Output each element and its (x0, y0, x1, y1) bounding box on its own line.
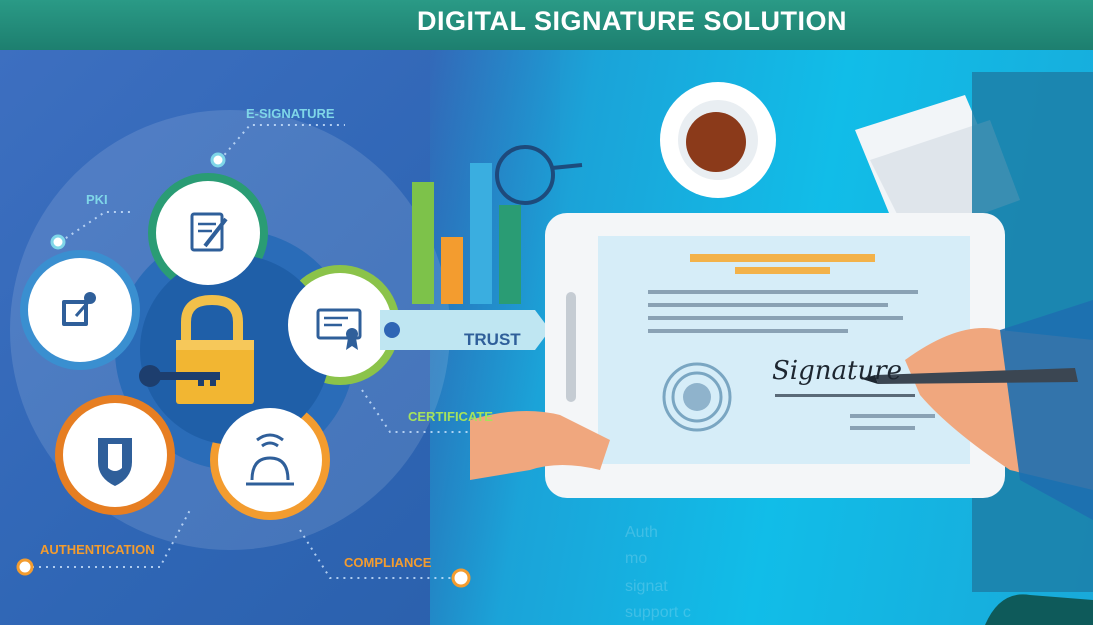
faded-text: support c (625, 604, 691, 621)
title-bar: DIGITAL SIGNATURE SOLUTION (0, 0, 1093, 50)
faded-text: signat (625, 578, 668, 595)
service-bell-icon (246, 433, 294, 486)
trust-arrow (380, 310, 550, 350)
logo-mark (985, 594, 1093, 625)
page-title: DIGITAL SIGNATURE SOLUTION (417, 6, 847, 36)
bar-chart-icon (412, 163, 521, 304)
faded-text: Auth (625, 524, 658, 541)
signature-text: Signature (772, 356, 903, 386)
circle-service-bell (218, 408, 322, 512)
circle-shield (63, 403, 167, 507)
pen-icon (862, 368, 1078, 384)
tablet-device (545, 213, 1005, 498)
document-pen-icon (190, 212, 228, 252)
coffee-cup-icon (660, 82, 776, 198)
key-icon (139, 365, 220, 387)
circle-certificate (288, 273, 392, 377)
connector-lines (25, 124, 520, 579)
label-pki: PKI (86, 192, 108, 207)
label-trust: TRUST (464, 330, 521, 349)
edit-key-icon (62, 292, 96, 326)
glasses-icon (495, 145, 583, 205)
label-authentication: AUTHENTICATION (40, 542, 155, 557)
fingerprint-seal-icon (662, 362, 732, 432)
hand-left (470, 411, 610, 480)
hand-right (905, 300, 1093, 520)
shield-icon (98, 438, 132, 486)
label-compliance: COMPLIANCE (344, 555, 432, 570)
circle-edit-key (28, 258, 132, 362)
circle-document (156, 181, 260, 285)
certificate-icon (316, 308, 362, 350)
label-certificate: CERTIFICATE (408, 409, 493, 424)
label-e-signature: E-SIGNATURE (246, 106, 335, 121)
faded-text: mo (625, 550, 648, 567)
